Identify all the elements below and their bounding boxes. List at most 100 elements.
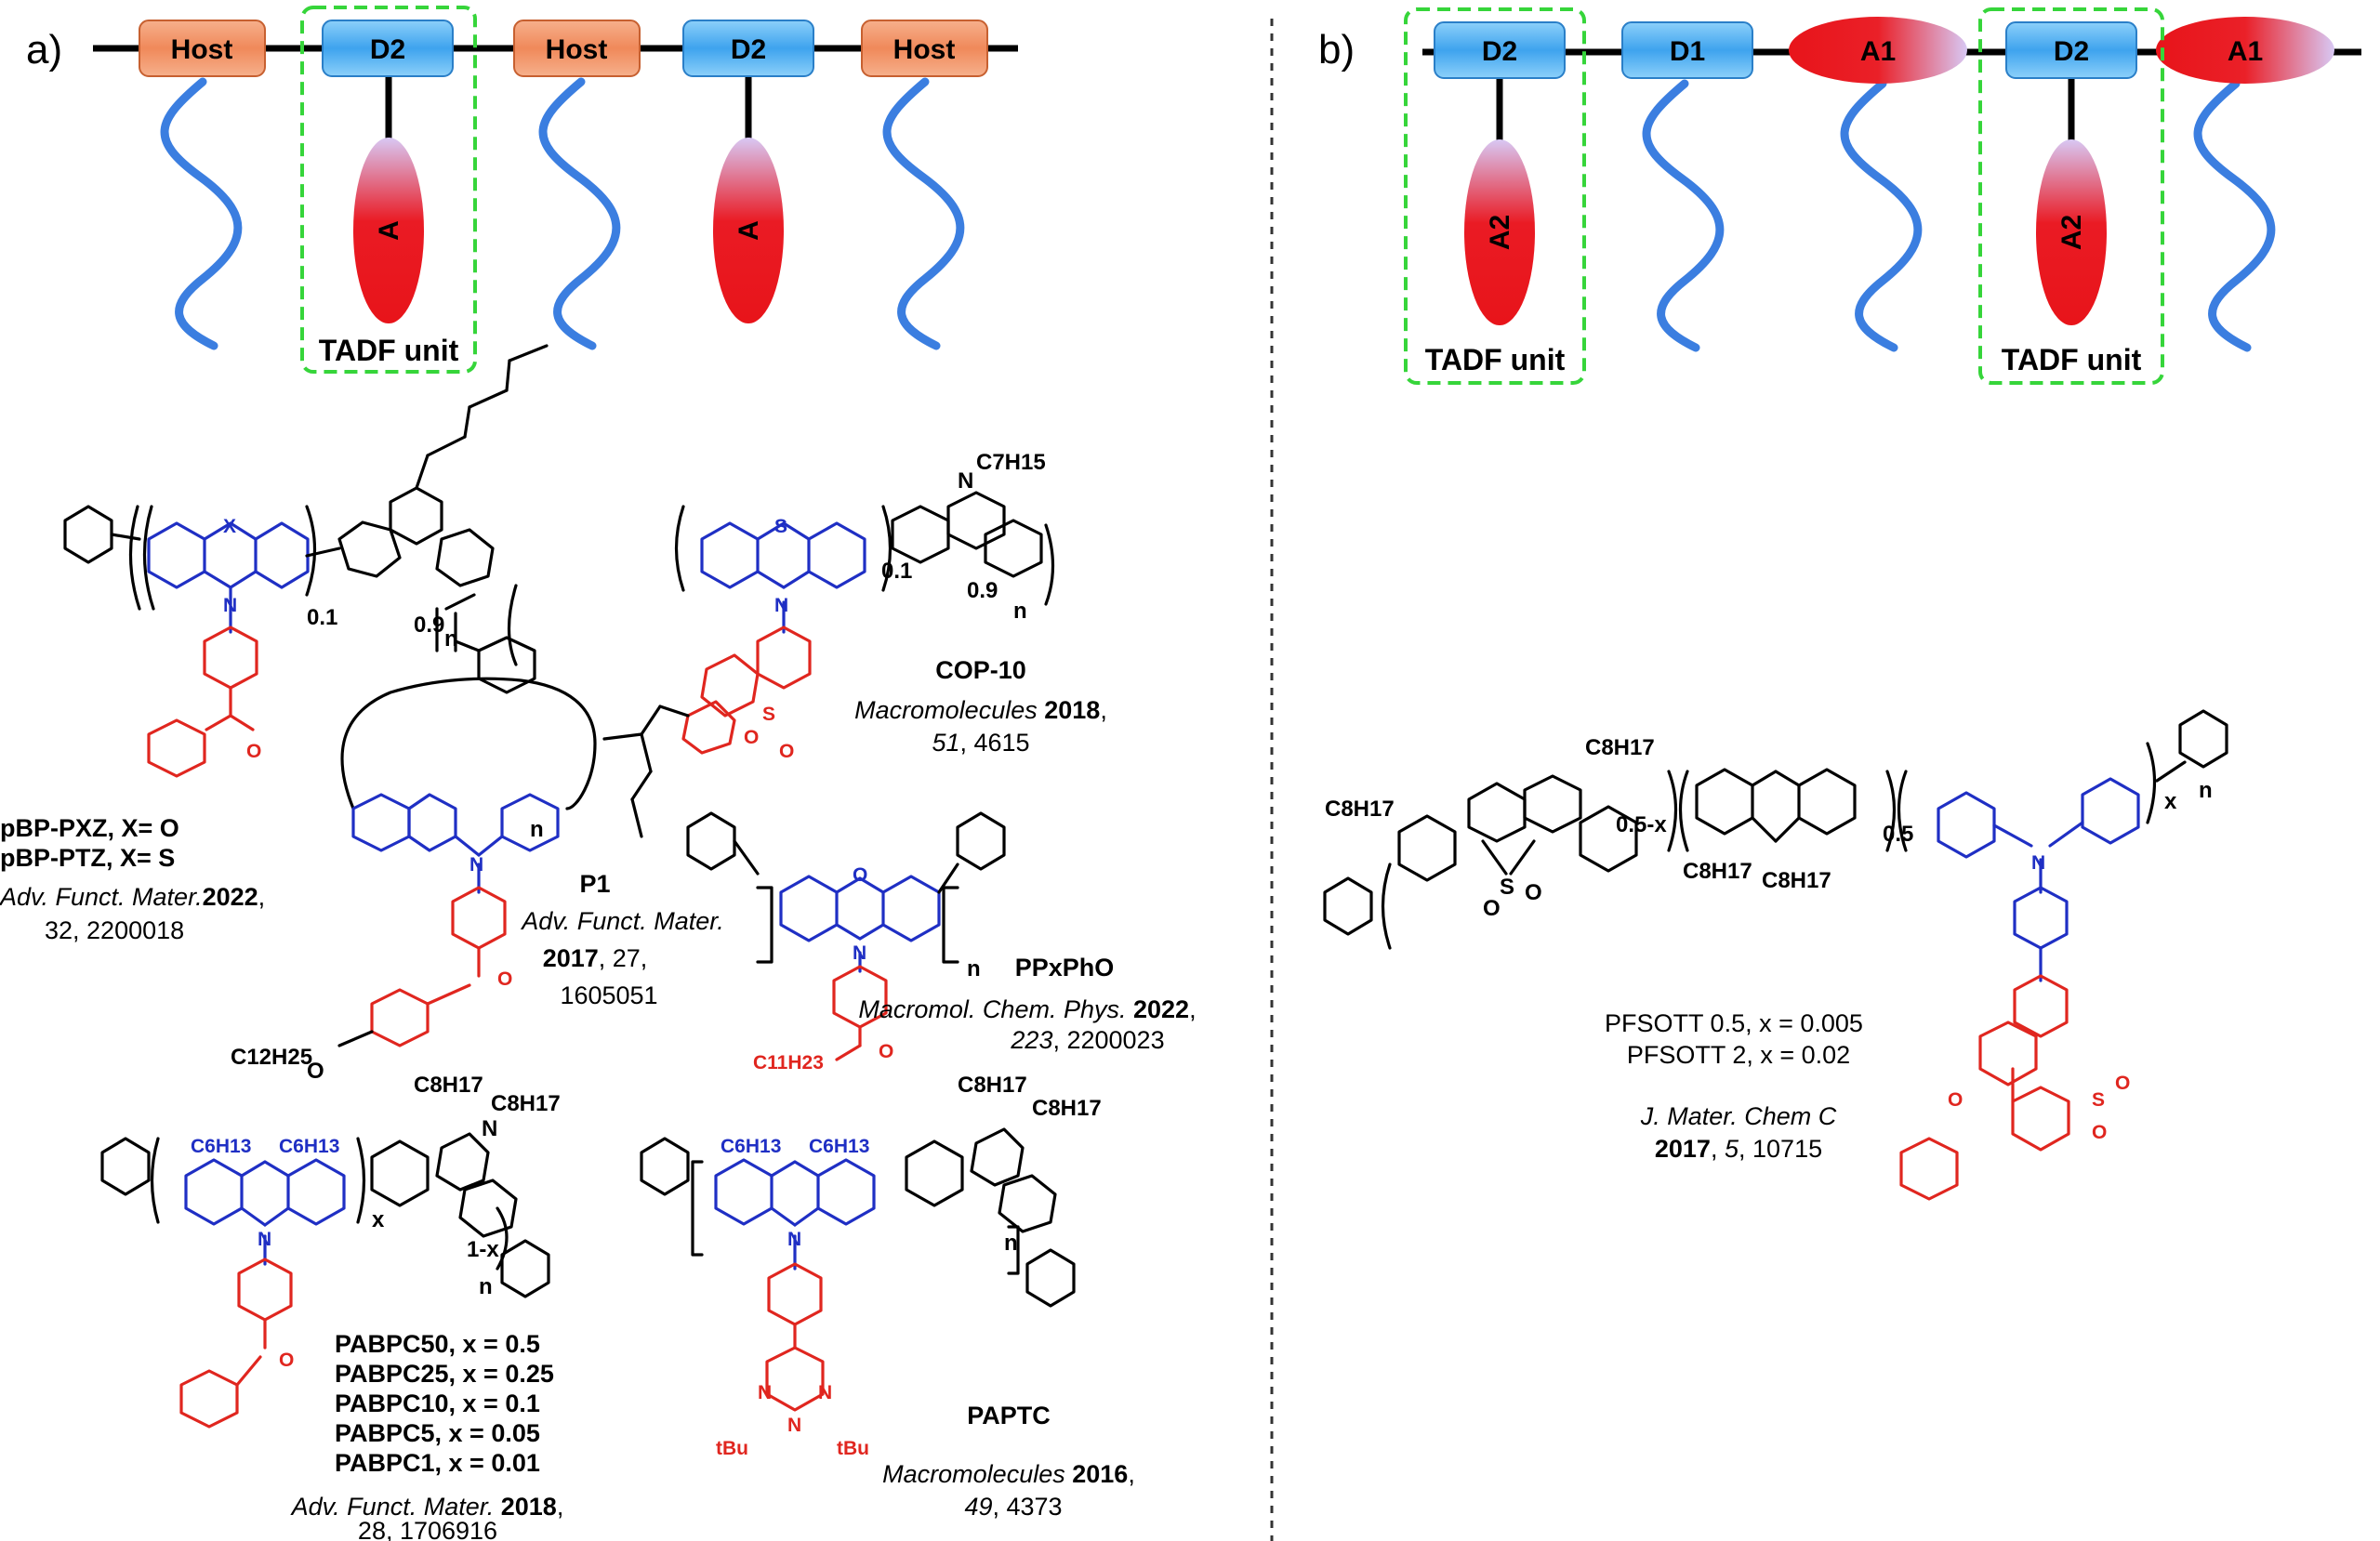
acceptor-ellipse-b1: A1	[1789, 17, 1967, 84]
svg-text:A: A	[734, 220, 764, 241]
acceptor-ellipse-b2: A1	[2156, 17, 2334, 84]
svg-text:O: O	[246, 741, 261, 762]
svg-text:A1: A1	[1860, 36, 1896, 67]
svg-text:S: S	[774, 516, 787, 537]
svg-text:n: n	[479, 1274, 493, 1299]
caption-pfsott-name2: PFSOTT 2, x = 0.02	[1627, 1041, 1850, 1069]
svg-text:tBu: tBu	[716, 1438, 748, 1459]
svg-text:D1: D1	[1670, 36, 1705, 67]
panel-a-label: a)	[26, 27, 62, 72]
svg-text:n: n	[530, 817, 544, 842]
structure-ppxpho	[686, 811, 1006, 1061]
caption-pfsott-ref: 2017, 5, 10715	[1655, 1135, 1822, 1163]
acceptor-ellipse-b3: A2	[1464, 139, 1535, 325]
tadf-unit-label-b2: TADF unit	[2002, 343, 2142, 376]
svg-text:Host: Host	[546, 34, 608, 65]
svg-text:Host: Host	[171, 34, 233, 65]
svg-text:O: O	[1525, 880, 1542, 905]
donor-box-b1: D2	[1434, 21, 1566, 79]
caption-pabpc-2: PABPC25, x = 0.25	[335, 1360, 554, 1388]
acceptor-ellipse-a1: A	[353, 138, 424, 323]
structure-paptc	[640, 1127, 1076, 1412]
svg-text:O: O	[279, 1350, 294, 1371]
svg-text:O: O	[2115, 1073, 2130, 1094]
svg-text:C8H17: C8H17	[1762, 868, 1831, 893]
svg-text:C7H15: C7H15	[976, 450, 1046, 475]
caption-p1-ref3: 1605051	[560, 981, 657, 1009]
caption-p1-name: P1	[579, 870, 610, 898]
svg-text:n: n	[2199, 778, 2213, 803]
structure-pbp-pxz	[63, 344, 549, 778]
caption-pabpc-3: PABPC10, x = 0.1	[335, 1390, 540, 1417]
svg-text:N: N	[469, 854, 483, 876]
svg-text:1-x: 1-x	[467, 1237, 499, 1262]
svg-text:S: S	[1500, 875, 1514, 900]
donor-box-b2: D1	[1621, 21, 1753, 79]
svg-text:O: O	[779, 741, 794, 762]
svg-text:A2: A2	[2056, 215, 2087, 250]
svg-text:O: O	[744, 727, 759, 748]
caption-pfsott-name1: PFSOTT 0.5, x = 0.005	[1605, 1009, 1863, 1037]
svg-text:C12H25: C12H25	[231, 1045, 312, 1070]
svg-text:tBu: tBu	[837, 1438, 869, 1459]
caption-ppx-name: PPxPhO	[1015, 954, 1115, 981]
svg-text:N: N	[482, 1116, 497, 1141]
host-box-1: Host	[139, 20, 266, 77]
svg-text:C11H23: C11H23	[753, 1052, 824, 1073]
caption-cop-name: COP-10	[935, 656, 1026, 684]
panel-a-side-chains	[160, 77, 965, 350]
svg-text:A2: A2	[1485, 215, 1515, 250]
svg-text:N: N	[853, 942, 866, 964]
svg-text:N: N	[787, 1229, 801, 1250]
svg-text:C6H13: C6H13	[721, 1136, 781, 1157]
svg-text:C8H17: C8H17	[414, 1073, 483, 1098]
structure-cop-10	[602, 491, 1055, 838]
svg-text:O: O	[1948, 1089, 1963, 1111]
caption-pabpc-ref: Adv. Funct. Mater. 2018,	[290, 1493, 564, 1521]
donor-box-2: D2	[682, 20, 814, 77]
svg-text:N: N	[818, 1382, 832, 1403]
svg-text:C8H17: C8H17	[1325, 797, 1395, 822]
acceptor-ellipse-b4: A2	[2036, 139, 2107, 325]
panel-a-acceptor-stems	[385, 72, 752, 139]
host-box-2: Host	[513, 20, 641, 77]
svg-text:x: x	[2164, 789, 2177, 814]
tadf-unit-label-a: TADF unit	[319, 334, 459, 367]
svg-text:S: S	[762, 704, 775, 725]
caption-cop-ref2: 51, 4615	[932, 729, 1029, 757]
svg-text:O: O	[307, 1059, 324, 1084]
svg-text:N: N	[2031, 852, 2045, 874]
donor-box-1: D2	[322, 20, 454, 77]
caption-ppx-ref2: 223, 2200023	[1010, 1026, 1164, 1054]
svg-text:O: O	[853, 864, 867, 886]
svg-text:C8H17: C8H17	[491, 1091, 561, 1116]
svg-text:O: O	[497, 968, 512, 990]
svg-text:0.1: 0.1	[881, 559, 912, 584]
caption-pfsott-journal: J. Mater. Chem C	[1640, 1102, 1837, 1130]
svg-text:X: X	[223, 516, 236, 537]
svg-text:n: n	[1004, 1231, 1018, 1256]
svg-text:C6H13: C6H13	[279, 1136, 339, 1157]
svg-text:Host: Host	[893, 34, 956, 65]
svg-text:O: O	[2092, 1122, 2107, 1143]
panel-b-acceptor-stems	[1496, 76, 2075, 144]
svg-text:D2: D2	[731, 34, 766, 65]
svg-text:N: N	[958, 468, 973, 494]
tadf-unit-box-a	[300, 6, 477, 374]
tadf-unit-box-b2	[1978, 7, 2164, 385]
svg-text:0.9: 0.9	[967, 578, 998, 603]
caption-cop-ref: Macromolecules 2018,	[854, 696, 1107, 724]
svg-text:C8H17: C8H17	[1683, 859, 1752, 884]
svg-text:C6H13: C6H13	[809, 1136, 869, 1157]
svg-text:A: A	[374, 220, 404, 241]
svg-text:0.5-x: 0.5-x	[1616, 812, 1667, 837]
svg-text:N: N	[223, 595, 237, 616]
caption-pbp-ref2: 32, 2200018	[45, 916, 184, 944]
svg-text:N: N	[787, 1415, 801, 1436]
svg-text:S: S	[2092, 1089, 2105, 1111]
caption-ppx-ref: Macromol. Chem. Phys. 2022,	[858, 995, 1196, 1023]
svg-text:O: O	[1483, 896, 1501, 921]
caption-paptc-ref2: 49, 4373	[964, 1493, 1062, 1521]
tadf-unit-label-b1: TADF unit	[1425, 343, 1566, 376]
